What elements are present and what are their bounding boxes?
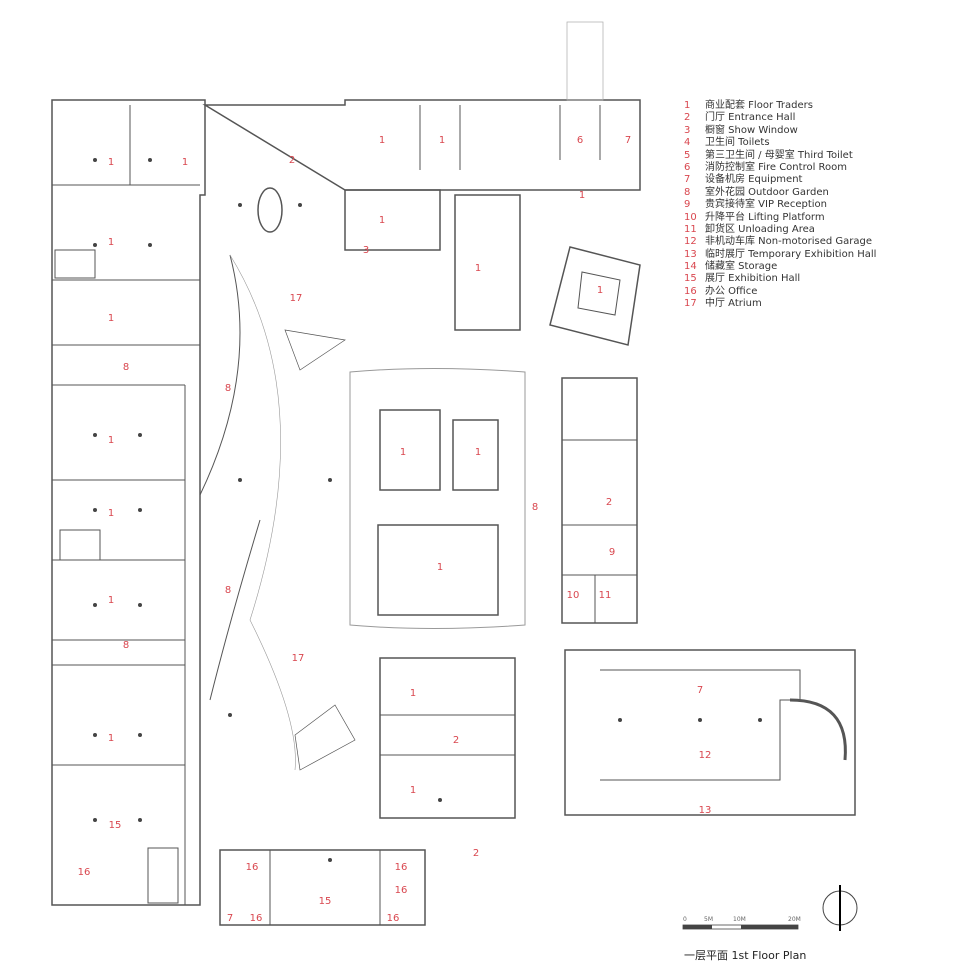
room-label: 1 [410, 688, 416, 699]
north-block-outline [202, 99, 641, 191]
room-label: 1 [108, 435, 114, 446]
room-label: 12 [699, 750, 712, 761]
room-label: 16 [246, 862, 259, 873]
room-label: 8 [123, 362, 129, 373]
garage-outline [564, 649, 856, 816]
room-label: 16 [387, 913, 400, 924]
room-label: 1 [437, 562, 443, 573]
scale-label-5m: 5M [704, 916, 713, 923]
room-label: 17 [292, 653, 305, 664]
room-label: 8 [123, 640, 129, 651]
room-label: 1 [475, 263, 481, 274]
room-label: 16 [250, 913, 263, 924]
pavilion-outline [549, 246, 641, 346]
scale-label-10m: 10M [733, 916, 746, 923]
room-label: 1 [597, 285, 603, 296]
room-label: 8 [225, 585, 231, 596]
room-label: 1 [400, 447, 406, 458]
room-label: 16 [78, 867, 91, 878]
east-block-outline [561, 377, 638, 624]
room-label: 16 [395, 862, 408, 873]
room-labels: 1 1 2 1 1 6 7 1 1 3 1 1 1 17 1 8 8 1 1 1… [78, 135, 712, 924]
room-label: 1 [379, 135, 385, 146]
room-label: 1 [379, 215, 385, 226]
room-label: 16 [395, 885, 408, 896]
room-label: 13 [699, 805, 712, 816]
south-central-outline [379, 657, 516, 819]
room-label: 1 [108, 595, 114, 606]
central-block-outline [349, 368, 526, 629]
atrium-left-curve [199, 254, 241, 496]
south-office-outline [219, 849, 426, 926]
room-label: 11 [599, 590, 612, 601]
room-label: 1 [475, 447, 481, 458]
room-label: 7 [625, 135, 631, 146]
room-label: 1 [579, 190, 585, 201]
scale-label-20m: 20M [788, 916, 801, 923]
room-label: 17 [290, 293, 303, 304]
room-label: 8 [225, 383, 231, 394]
room-label: 1 [108, 157, 114, 168]
room-label: 1 [108, 237, 114, 248]
room-label: 6 [577, 135, 583, 146]
room-label: 7 [227, 913, 233, 924]
room-label: 15 [319, 896, 332, 907]
room-label: 10 [567, 590, 580, 601]
room-label: 1 [108, 313, 114, 324]
room-label: 2 [289, 155, 295, 166]
west-block-outline [51, 99, 206, 906]
scale-label-0: 0 [683, 916, 687, 923]
room-label: 2 [606, 497, 612, 508]
room-label: 2 [473, 848, 479, 859]
room-label: 1 [108, 508, 114, 519]
room-label: 1 [439, 135, 445, 146]
room-label: 3 [363, 245, 369, 256]
room-label: 1 [410, 785, 416, 796]
plan-title: 一层平面 1st Floor Plan [684, 949, 807, 962]
room-label: 9 [609, 547, 615, 558]
room-label: 2 [453, 735, 459, 746]
room-label: 1 [108, 733, 114, 744]
room-label: 8 [532, 502, 538, 513]
room-label: 7 [697, 685, 703, 696]
structural-columns [93, 158, 762, 862]
scale-bar: 0 5M 10M 20M [682, 916, 801, 930]
room-label: 1 [182, 157, 188, 168]
room-label: 15 [109, 820, 122, 831]
